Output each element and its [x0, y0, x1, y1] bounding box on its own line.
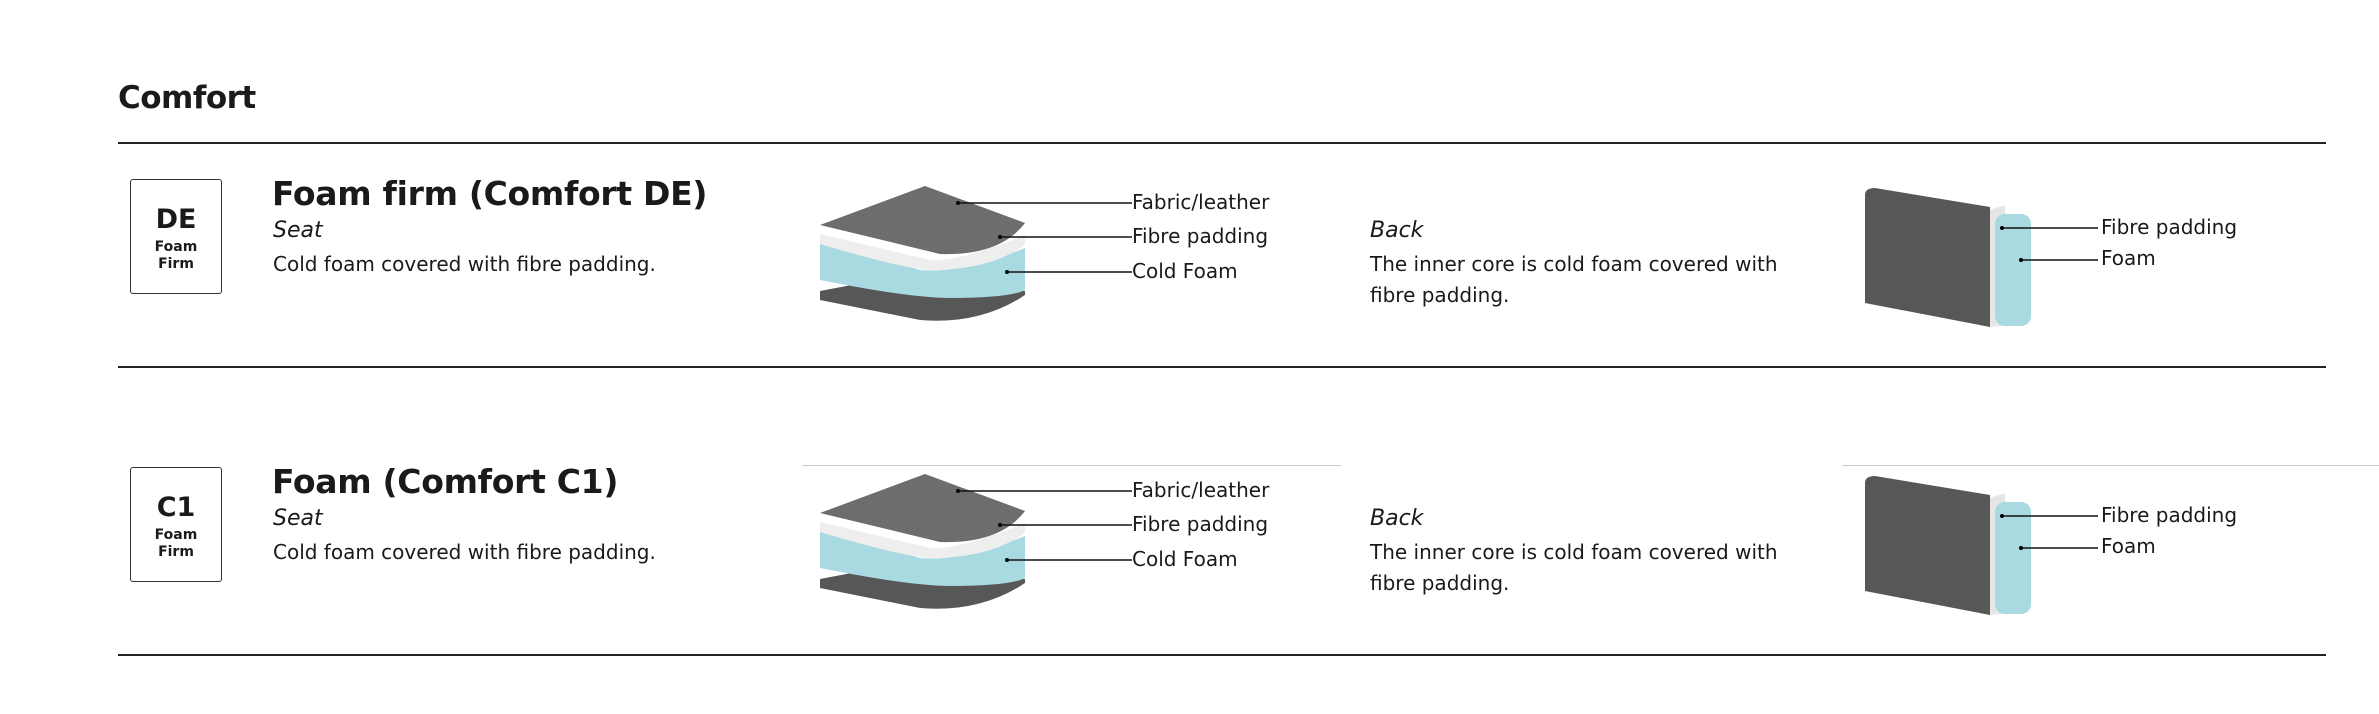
comfort-row-de: DE Foam Firm Foam firm (Comfort DE) Seat… [0, 0, 2379, 327]
comfort-title: Foam (Comfort C1) [272, 462, 619, 501]
back-layer-label: Fibre padding [2101, 503, 2238, 527]
seat-label: Seat [273, 506, 323, 531]
badge-code: C1 [156, 492, 196, 523]
badge-sub: Firm [158, 544, 194, 560]
seat-layer-label: Cold Foam [1132, 259, 1238, 283]
seat-label: Seat [273, 218, 323, 243]
comfort-badge: C1 Foam Firm [130, 467, 222, 582]
back-layer-label: Foam [2101, 246, 2156, 270]
back-layers-diagram [1865, 188, 2098, 327]
row-divider [118, 366, 2326, 368]
seat-layer-label: Fabric/leather [1132, 190, 1270, 214]
bottom-divider [118, 654, 2326, 656]
comfort-row-c1: C1 Foam Firm Foam (Comfort C1) Seat Cold… [0, 288, 2379, 615]
seat-layer-label: Fibre padding [1132, 224, 1269, 248]
seat-layer-label: Fabric/leather [1132, 478, 1270, 502]
comfort-title: Foam firm (Comfort DE) [272, 174, 708, 213]
badge-code: DE [155, 204, 197, 235]
section-title: Comfort [118, 80, 256, 116]
seat-layer-label: Cold Foam [1132, 547, 1238, 571]
top-divider [118, 142, 2326, 144]
back-layer-label: Fibre padding [2101, 215, 2238, 239]
comfort-badge: DE Foam Firm [130, 179, 222, 294]
back-layers-diagram [1865, 476, 2098, 615]
back-description: The inner core is cold foam covered with… [1370, 540, 1778, 595]
seat-description: Cold foam covered with fibre padding. [273, 252, 656, 276]
seat-layers-diagram [820, 186, 1132, 321]
back-label: Back [1370, 218, 1424, 243]
seat-layer-label: Fibre padding [1132, 512, 1269, 536]
seat-layers-diagram [820, 474, 1132, 609]
badge-sub: Firm [158, 256, 194, 272]
faint-divider [802, 465, 1341, 466]
badge-sub: Foam [154, 239, 198, 255]
back-description: The inner core is cold foam covered with… [1370, 252, 1778, 307]
badge-sub: Foam [154, 527, 198, 543]
faint-divider [1842, 465, 2379, 466]
seat-description: Cold foam covered with fibre padding. [273, 540, 656, 564]
back-label: Back [1370, 506, 1424, 531]
back-layer-label: Foam [2101, 534, 2156, 558]
